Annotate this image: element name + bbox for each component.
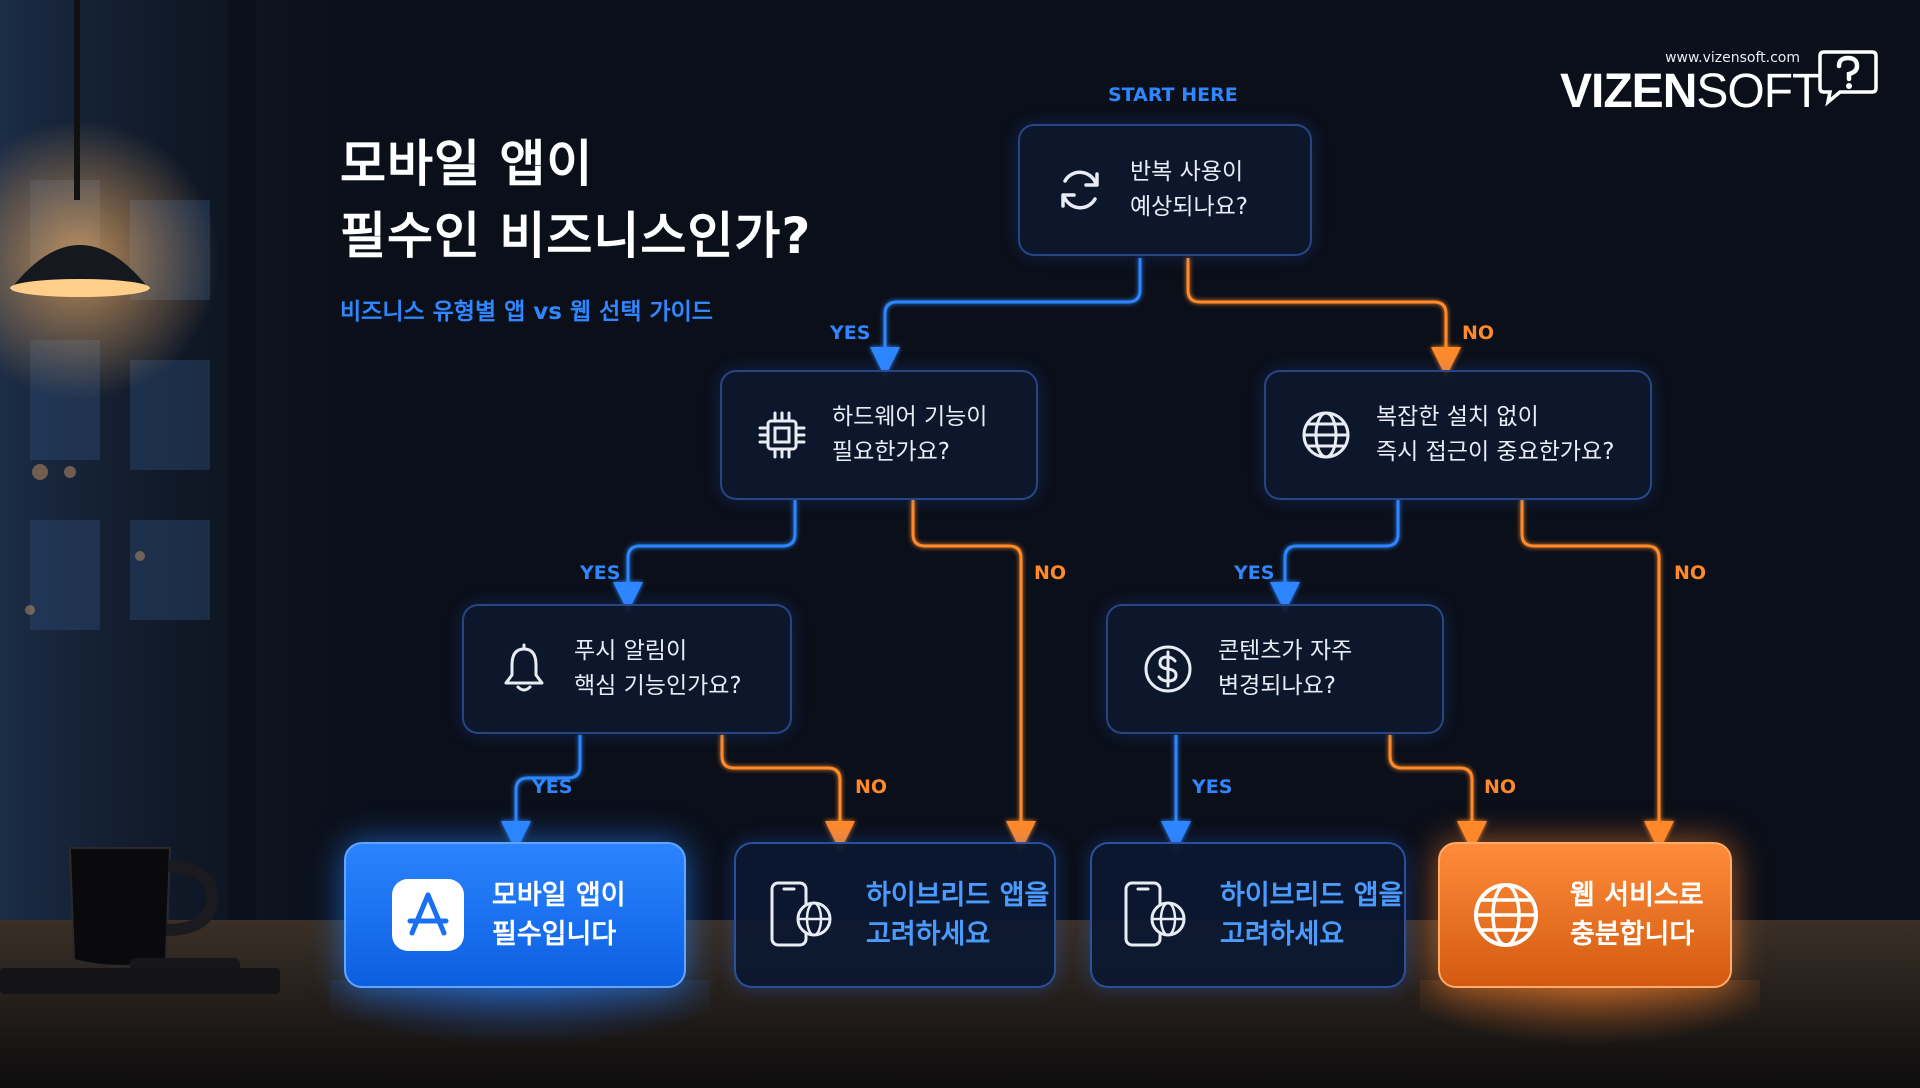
label-no-hardware: NO — [1034, 562, 1067, 584]
node-instant-access-line-1: 복잡한 설치 없이 — [1376, 404, 1539, 430]
page-title: 모바일 앱이 필수인 비즈니스인가? — [340, 128, 811, 272]
edge-instant-no — [1520, 500, 1674, 851]
edge-start-yes — [870, 258, 1142, 377]
brand-name-thin: SOFT — [1696, 65, 1821, 118]
page-title-line-2: 필수인 비즈니스인가? — [340, 207, 812, 265]
result-web-enough-line-1: 웹 서비스로 — [1570, 880, 1704, 911]
start-label: START HERE — [1108, 84, 1238, 106]
chip-icon — [758, 411, 806, 459]
result-hybrid-2-line-2: 고려하세요 — [1220, 919, 1345, 950]
label-yes-start: YES — [830, 322, 871, 344]
edge-hardware-yes — [613, 500, 797, 612]
page-subtitle: 비즈니스 유형별 앱 vs 웹 선택 가이드 — [340, 299, 713, 325]
refresh-icon — [1061, 170, 1099, 210]
label-yes-instant: YES — [1234, 562, 1275, 584]
result-hybrid-1-line-2: 고려하세요 — [866, 919, 991, 950]
page-title-line-1: 모바일 앱이 — [340, 135, 594, 193]
label-no-content: NO — [1484, 776, 1517, 798]
result-web-enough-line-2: 충분합니다 — [1570, 919, 1695, 950]
label-yes-hardware: YES — [580, 562, 621, 584]
brand-name: VIZENSOFT — [1560, 64, 1821, 119]
result-hybrid-2-line-1: 하이브리드 앱을 — [1220, 880, 1404, 911]
node-hardware-line-2: 필요한가요? — [832, 439, 951, 465]
node-repeat-use-line-1: 반복 사용이 — [1130, 159, 1244, 185]
brand-url: www.vizensoft.com — [1665, 50, 1800, 66]
result-app-required-line-2: 필수입니다 — [492, 919, 617, 950]
edge-hardware-no — [911, 500, 1036, 851]
node-push-line-1: 푸시 알림이 — [574, 638, 688, 664]
dollar-icon — [1144, 645, 1192, 693]
phone-globe-icon — [1124, 881, 1186, 947]
node-push-line-2: 핵심 기능인가요? — [574, 673, 742, 699]
edge-start-no — [1186, 258, 1461, 377]
label-no-start: NO — [1462, 322, 1495, 344]
label-yes-content: YES — [1192, 776, 1233, 798]
node-content-line-1: 콘텐츠가 자주 — [1218, 638, 1353, 664]
label-no-instant: NO — [1674, 562, 1707, 584]
node-repeat-use-line-2: 예상되나요? — [1130, 194, 1249, 220]
edge-instant-yes — [1270, 500, 1400, 612]
brand-logo: www.vizensoft.com VIZENSOFT — [1560, 46, 1880, 119]
result-app-required-line-1: 모바일 앱이 — [492, 880, 626, 911]
label-yes-push: YES — [532, 776, 573, 798]
phone-globe-icon — [770, 881, 832, 947]
node-hardware-line-1: 하드웨어 기능이 — [832, 404, 988, 430]
globe-icon — [1474, 883, 1538, 947]
brand-name-bold: VIZEN — [1560, 65, 1697, 118]
edge-content-no — [1388, 735, 1487, 851]
result-hybrid-1-line-1: 하이브리드 앱을 — [866, 880, 1050, 911]
edge-push-no — [720, 735, 855, 851]
edge-push-yes — [501, 735, 582, 851]
node-instant-access-line-2: 즉시 접근이 중요한가요? — [1376, 439, 1615, 465]
label-no-push: NO — [855, 776, 888, 798]
globe-icon — [1302, 411, 1350, 459]
app-store-icon — [392, 879, 464, 951]
node-content-line-2: 변경되나요? — [1218, 673, 1337, 699]
bell-icon — [504, 643, 544, 692]
question-bubble-icon — [1818, 50, 1878, 107]
